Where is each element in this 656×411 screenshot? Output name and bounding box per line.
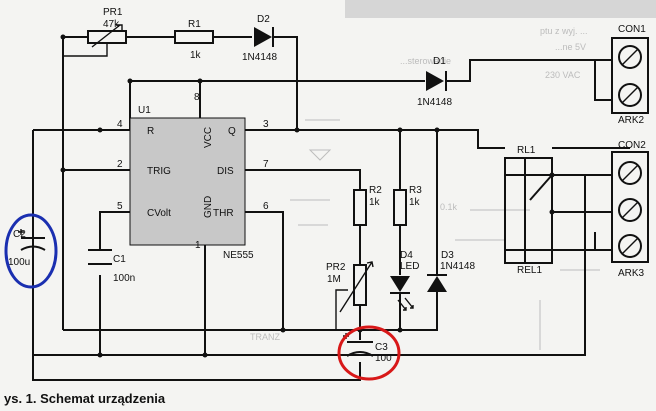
pin-6-number: 6 bbox=[263, 201, 269, 212]
d3-label: D3 bbox=[441, 250, 454, 261]
con2-label: CON2 bbox=[618, 140, 646, 151]
pin-2-number: 2 bbox=[117, 159, 123, 170]
pin-dis-label: DIS bbox=[217, 166, 234, 177]
svg-text:ptu z wyj. ...: ptu z wyj. ... bbox=[540, 26, 588, 36]
rel1-label: REL1 bbox=[517, 265, 542, 276]
ark2-label: ARK2 bbox=[618, 115, 645, 126]
pr2-potentiometer: PR2 1M bbox=[326, 261, 374, 330]
pin-cvolt-label: CVolt bbox=[147, 208, 171, 219]
c2-highlight-circle bbox=[4, 213, 58, 289]
pin-trig-label: TRIG bbox=[147, 166, 171, 177]
pr1-label: PR1 bbox=[103, 7, 123, 18]
pr1-potentiometer: PR1 47k bbox=[63, 7, 127, 57]
pin-thr-label: THR bbox=[213, 208, 234, 219]
wires bbox=[32, 36, 630, 381]
r1-label: R1 bbox=[188, 19, 201, 30]
pin-1-number: 1 bbox=[195, 240, 201, 251]
c1-value: 100n bbox=[113, 273, 135, 284]
pin-q-label: Q bbox=[228, 126, 236, 137]
ark3-label: ARK3 bbox=[618, 268, 645, 279]
d4-led: D4 LED bbox=[390, 250, 419, 311]
u1-label: U1 bbox=[138, 105, 151, 116]
svg-text:TRANZ: TRANZ bbox=[250, 332, 280, 342]
junction-dots bbox=[60, 34, 440, 358]
c3-label: C3 bbox=[375, 342, 388, 353]
ne555-chip: U1 R Q TRIG DIS CVolt THR VCC GND NE555 … bbox=[117, 92, 269, 261]
c3-highlight-circle bbox=[337, 325, 401, 381]
r2-value: 1k bbox=[369, 197, 381, 208]
con2-terminal-block: CON2 ARK3 bbox=[611, 140, 649, 279]
c3-capacitor: C3 100 bbox=[337, 325, 401, 381]
pin-5-number: 5 bbox=[117, 201, 123, 212]
r3-resistor: R3 1k bbox=[393, 185, 422, 226]
r1-value: 1k bbox=[190, 50, 202, 61]
d2-label: D2 bbox=[257, 14, 270, 25]
con1-label: CON1 bbox=[618, 24, 646, 35]
r2-resistor: R2 1k bbox=[353, 185, 382, 226]
pin-gnd-label: GND bbox=[203, 196, 214, 218]
svg-text:0.1k: 0.1k bbox=[440, 202, 458, 212]
d1-diode: D1 1N4148 bbox=[417, 56, 452, 108]
d1-value: 1N4148 bbox=[417, 97, 452, 108]
svg-text:230 VAC: 230 VAC bbox=[545, 70, 581, 80]
c2-label: C2 bbox=[13, 229, 26, 240]
d3-diode: D3 1N4148 bbox=[427, 250, 475, 292]
d2-value: 1N4148 bbox=[242, 52, 277, 63]
rl1-label: RL1 bbox=[517, 145, 536, 156]
d2-diode: D2 1N4148 bbox=[242, 14, 277, 63]
c3-value: 100 bbox=[375, 353, 392, 364]
c1-capacitor: C1 100n bbox=[88, 249, 135, 284]
svg-text:...sterowanie: ...sterowanie bbox=[400, 56, 451, 66]
d1-label: D1 bbox=[433, 56, 446, 67]
background-bleed-through: ptu z wyj. ... ...ne 5V ...sterowanie 23… bbox=[250, 0, 656, 350]
pr2-value: 1M bbox=[327, 274, 341, 285]
r2-label: R2 bbox=[369, 185, 382, 196]
pin-8-number: 8 bbox=[194, 92, 200, 103]
pr2-label: PR2 bbox=[326, 262, 346, 273]
r1-resistor: R1 1k bbox=[174, 19, 214, 61]
pr1-value: 47k bbox=[103, 19, 120, 30]
pin-3-number: 3 bbox=[263, 119, 269, 130]
con1-terminal-block: CON1 ARK2 bbox=[611, 24, 649, 126]
c2-capacitor: C2 100u bbox=[4, 213, 58, 289]
d4-value: LED bbox=[400, 261, 419, 272]
u1-part-label: NE555 bbox=[223, 250, 254, 261]
r3-value: 1k bbox=[409, 197, 421, 208]
relay-rl1: RL1 REL1 bbox=[504, 145, 555, 276]
svg-text:...ne 5V: ...ne 5V bbox=[555, 42, 586, 52]
c2-value: 100u bbox=[8, 257, 30, 268]
pin-4-number: 4 bbox=[117, 119, 123, 130]
d4-label: D4 bbox=[400, 250, 413, 261]
c1-label: C1 bbox=[113, 254, 126, 265]
pin-r-label: R bbox=[147, 126, 154, 137]
figure-caption: ys. 1. Schemat urządzenia bbox=[4, 391, 166, 406]
r3-label: R3 bbox=[409, 185, 422, 196]
pin-vcc-label: VCC bbox=[203, 127, 214, 148]
d3-value: 1N4148 bbox=[440, 261, 475, 272]
pin-7-number: 7 bbox=[263, 159, 269, 170]
